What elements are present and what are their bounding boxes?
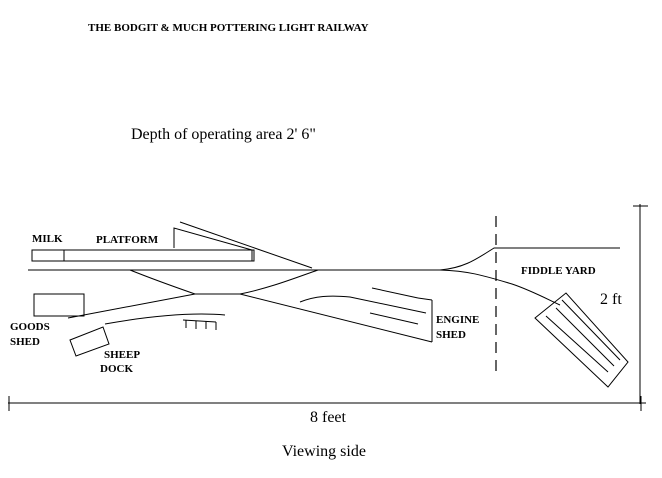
sheep-dock-label-1: SHEEP (104, 349, 140, 361)
width-dim-label: 8 feet (310, 409, 347, 426)
goods-shed-label-1: GOODS (10, 321, 50, 333)
engine-shed-label-2: SHED (436, 329, 466, 341)
bay-platform (173, 221, 313, 269)
fiddle-yard-label: FIDDLE YARD (521, 265, 596, 277)
platform-label: PLATFORM (96, 234, 159, 246)
platform (63, 249, 255, 262)
goods-shed-label-2: SHED (10, 336, 40, 348)
width-dimension (8, 396, 646, 411)
siding-stops (182, 319, 217, 330)
fiddle-yard-cassette (534, 292, 629, 388)
loop-tracks (67, 269, 433, 343)
main-line (28, 247, 620, 306)
viewing-side-label: Viewing side (282, 443, 366, 460)
height-dimension (633, 204, 648, 404)
diagram-title: THE BODGIT & MUCH POTTERING LIGHT RAILWA… (88, 22, 369, 34)
goods-shed (33, 293, 85, 317)
milk-label: MILK (32, 233, 63, 245)
sheep-dock-label-2: DOCK (100, 363, 133, 375)
engine-shed-label-1: ENGINE (436, 314, 479, 326)
depth-note: Depth of operating area 2' 6" (131, 126, 316, 143)
height-dim-label: 2 ft (600, 291, 622, 308)
milk-dock (31, 249, 65, 262)
sheep-dock (69, 326, 110, 357)
